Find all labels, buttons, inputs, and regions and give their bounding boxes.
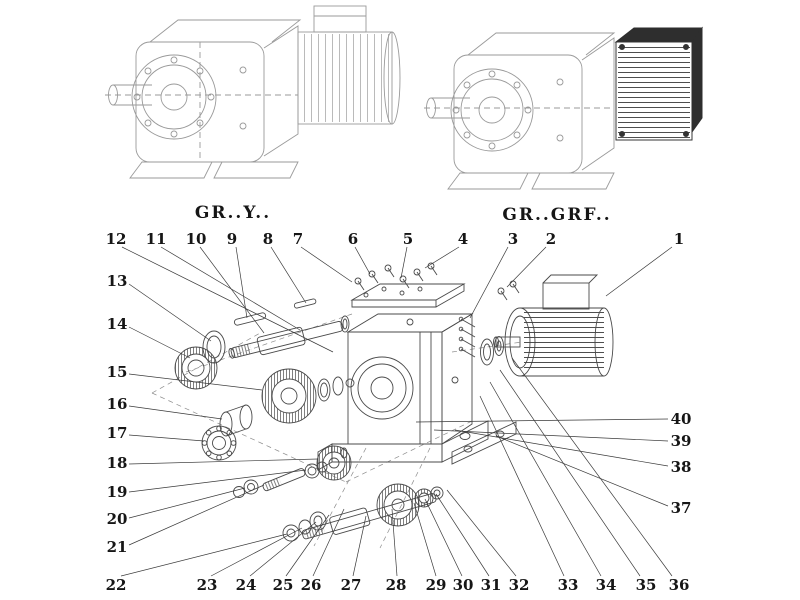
callout-number-21: 21 xyxy=(107,538,128,556)
callout-number-36: 36 xyxy=(669,576,690,594)
callout-number-40: 40 xyxy=(671,410,692,428)
callout-number-2: 2 xyxy=(546,230,556,248)
intermediate-gear-set xyxy=(233,445,352,498)
cover-bolts xyxy=(354,262,438,291)
callout-number-7: 7 xyxy=(293,230,303,248)
callout-number-26: 26 xyxy=(301,576,322,594)
leader-line-22 xyxy=(120,533,288,577)
variant-label-gr-grf: GR..GRF.. xyxy=(502,205,611,225)
leader-line-33 xyxy=(479,395,565,577)
callout-number-38: 38 xyxy=(671,458,692,476)
leader-line-40 xyxy=(415,418,669,423)
ball-bearing xyxy=(201,425,237,461)
flange-hardware xyxy=(458,316,504,366)
callout-number-25: 25 xyxy=(273,576,294,594)
callout-number-18: 18 xyxy=(107,454,128,472)
callout-number-1: 1 xyxy=(674,230,684,248)
leader-line-26 xyxy=(312,508,345,577)
leader-line-16 xyxy=(128,405,223,420)
large-gear xyxy=(261,368,355,424)
callout-number-4: 4 xyxy=(458,230,468,248)
callout-number-12: 12 xyxy=(106,230,127,248)
housing-cover xyxy=(350,283,466,308)
callout-number-8: 8 xyxy=(263,230,273,248)
leader-line-34 xyxy=(489,381,602,577)
callout-number-33: 33 xyxy=(558,576,579,594)
leader-line-32 xyxy=(446,489,517,577)
assembled-view-gr-grf xyxy=(424,26,703,190)
callout-number-22: 22 xyxy=(106,576,127,594)
callout-number-17: 17 xyxy=(107,424,128,442)
finned-cover xyxy=(614,26,703,141)
callout-number-24: 24 xyxy=(236,576,257,594)
callout-number-34: 34 xyxy=(596,576,617,594)
leader-line-21 xyxy=(128,484,265,546)
callout-number-37: 37 xyxy=(671,499,692,517)
gear-housing xyxy=(317,313,517,471)
callout-number-6: 6 xyxy=(348,230,358,248)
leader-line-2 xyxy=(506,246,547,288)
leader-lines xyxy=(120,246,673,577)
leader-line-6 xyxy=(354,246,371,275)
callout-number-31: 31 xyxy=(481,576,502,594)
callout-number-16: 16 xyxy=(107,395,128,413)
electric-motor xyxy=(493,274,614,377)
leader-line-14 xyxy=(128,326,191,359)
leader-line-23 xyxy=(210,527,303,577)
leader-line-19 xyxy=(128,469,307,493)
callout-number-39: 39 xyxy=(671,432,692,450)
callout-number-35: 35 xyxy=(636,576,657,594)
leader-line-4 xyxy=(424,246,460,269)
leader-line-3 xyxy=(469,246,509,319)
callout-number-29: 29 xyxy=(426,576,447,594)
callout-number-19: 19 xyxy=(107,483,128,501)
leader-line-38 xyxy=(454,429,669,467)
callout-number-9: 9 xyxy=(227,230,237,248)
callout-number-23: 23 xyxy=(197,576,218,594)
leader-line-31 xyxy=(435,493,490,577)
leader-line-7 xyxy=(300,246,353,283)
leader-line-13 xyxy=(128,283,212,342)
leader-line-37 xyxy=(495,435,669,507)
leader-line-12 xyxy=(121,246,334,353)
callout-number-15: 15 xyxy=(107,363,128,381)
exploded-view xyxy=(174,262,614,542)
leader-line-28 xyxy=(391,508,398,577)
leader-line-9 xyxy=(235,246,248,319)
leader-line-17 xyxy=(128,434,205,442)
assembled-view-gr-y xyxy=(105,5,401,179)
leader-line-10 xyxy=(199,246,265,334)
input-shaft xyxy=(228,298,350,359)
callout-number-3: 3 xyxy=(508,230,518,248)
leader-line-20 xyxy=(128,487,246,519)
leader-line-24 xyxy=(249,521,317,577)
callout-number-30: 30 xyxy=(453,576,474,594)
leader-line-1 xyxy=(605,246,673,297)
variant-label-gr-y: GR..Y.. xyxy=(195,203,271,223)
leader-line-35 xyxy=(499,369,641,577)
leader-line-30 xyxy=(424,498,463,577)
callout-number-14: 14 xyxy=(107,315,128,333)
callout-number-13: 13 xyxy=(107,272,128,290)
leader-line-18 xyxy=(128,458,319,465)
leader-line-36 xyxy=(511,357,673,577)
callout-number-32: 32 xyxy=(509,576,530,594)
callout-number-20: 20 xyxy=(107,510,128,528)
callout-number-28: 28 xyxy=(386,576,407,594)
callout-number-11: 11 xyxy=(146,230,167,248)
leader-line-27 xyxy=(352,515,367,577)
callout-number-10: 10 xyxy=(186,230,207,248)
leader-line-15 xyxy=(128,373,263,391)
output-shaft-assembly xyxy=(282,483,444,542)
leader-line-8 xyxy=(270,246,307,304)
leader-line-5 xyxy=(400,246,408,279)
leader-line-25 xyxy=(285,514,330,577)
callout-number-5: 5 xyxy=(403,230,413,248)
leader-line-29 xyxy=(413,502,437,577)
callout-number-27: 27 xyxy=(341,576,362,594)
leader-line-39 xyxy=(433,429,669,442)
